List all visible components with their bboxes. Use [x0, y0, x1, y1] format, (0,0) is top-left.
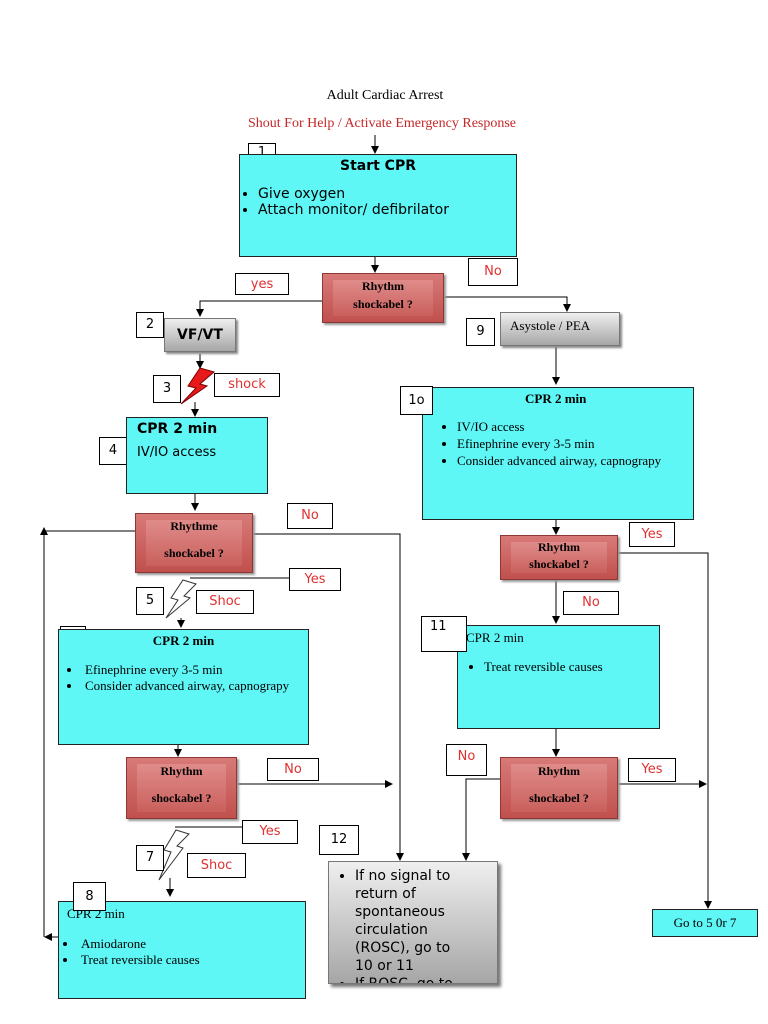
bullet-item: Give oxygen — [258, 186, 516, 202]
step-number-2: 2 — [136, 312, 164, 338]
bullet-item: If ROSC, go to — [355, 975, 471, 983]
step-number-4: 4 — [99, 437, 127, 465]
step-number-7: 7 — [136, 845, 164, 871]
bullet-item: Consider advanced airway, capnograpy — [457, 453, 693, 469]
label-yes: Yes — [289, 568, 341, 591]
bullet-item: If no signal to return of spontaneous ci… — [355, 867, 471, 975]
step-title: CPR 2 min — [525, 391, 587, 406]
step-body: IV/IO access — [137, 445, 217, 460]
label-yes: Yes — [242, 820, 298, 844]
decision-rhythm-shockable-5: Rhythm shockabel ? — [500, 757, 618, 819]
step-title: CPR 2 min — [152, 633, 215, 648]
decision-line-2: shockabel ? — [164, 546, 224, 560]
bullet-item: Treat reversible causes — [63, 952, 305, 968]
decision-line-2: shockabel ? — [529, 791, 589, 805]
bullet-item: Efinephrine every 3-5 min — [457, 436, 693, 452]
bullet-item: Attach monitor/ defibrilator — [258, 202, 516, 218]
decision-line-1: Rhythm — [160, 764, 203, 778]
decision-line-1: Rhythm — [537, 764, 580, 778]
step-cpr-box-8: CPR 2 min Amiodarone Treat reversible ca… — [58, 901, 306, 999]
step-cpr-box-4: CPR 2 min IV/IO access — [126, 417, 268, 494]
decision-line-1: Rhythme — [170, 519, 218, 533]
bullet-item: Amiodarone — [63, 936, 305, 952]
decision-line-1: Rhythm — [361, 279, 404, 293]
bullet-item: Efinephrine every 3-5 min — [67, 662, 308, 678]
step-vf-vt-box: VF/VT — [164, 318, 236, 352]
label-no: No — [287, 503, 333, 529]
page-subtitle: Shout For Help / Activate Emergency Resp… — [247, 116, 517, 131]
decision-line-1: Rhythm — [537, 540, 580, 554]
bullet-item: Consider advanced airway, capnograpy — [67, 678, 308, 694]
step-title: CPR 2 min — [137, 421, 218, 437]
step-asystole-pea-box: Asystole / PEA — [500, 312, 620, 346]
label-no: No — [267, 758, 319, 781]
label-yes: yes — [235, 273, 289, 295]
shock-bolt-icon — [180, 367, 216, 405]
shock-bolt-icon-2 — [165, 579, 197, 619]
label-shock: Shoc — [196, 590, 254, 614]
decision-line-2: shockabel ? — [529, 557, 589, 571]
go-to-box: Go to 5 0r 7 — [652, 909, 758, 937]
step-cpr-box-11: CPR 2 min Treat reversible causes — [457, 625, 660, 729]
step-number-3: 3 — [153, 375, 181, 403]
decision-rhythm-shockable-4: Rhythm shockabel ? — [500, 535, 618, 580]
shock-bolt-icon-3 — [158, 829, 190, 881]
bullet-item: Treat reversible causes — [484, 659, 659, 675]
label-yes: Yes — [629, 522, 675, 547]
label-shock: Shoc — [187, 853, 246, 878]
label-no: No — [468, 258, 518, 286]
step-rosc-box: If no signal to return of spontaneous ci… — [328, 861, 498, 984]
label-shock: shock — [214, 373, 280, 397]
label-no: No — [446, 744, 487, 776]
decision-line-2: shockabel ? — [353, 297, 413, 311]
decision-rhythm-shockable-3: Rhythm shockabel ? — [126, 757, 237, 819]
label-yes: Yes — [628, 758, 676, 782]
step-cpr-box-10: CPR 2 min IV/IO access Efinephrine every… — [422, 387, 694, 520]
bullet-item: IV/IO access — [457, 419, 693, 435]
step-number-8: 8 — [73, 882, 106, 911]
step-title: CPR 2 min — [466, 630, 524, 645]
page-title: Adult Cardiac Arrest — [326, 88, 444, 103]
step-start-cpr-box: Start CPR Give oxygen Attach monitor/ de… — [239, 154, 517, 257]
step-number-10: 1o — [400, 386, 433, 415]
step-number-11: 11 — [421, 616, 467, 652]
decision-line-2: shockabel ? — [151, 791, 212, 805]
step-number-9: 9 — [466, 318, 495, 346]
step-number-12: 12 — [319, 825, 359, 855]
step-cpr-box-6: CPR 2 min Efinephrine every 3-5 min Cons… — [58, 629, 309, 745]
decision-rhythm-shockable-1: Rhythm shockabel ? — [322, 273, 444, 323]
step-number-5: 5 — [136, 587, 164, 615]
label-no: No — [563, 591, 619, 615]
step-title: Start CPR — [339, 158, 416, 174]
decision-rhythm-shockable-2: Rhythme shockabel ? — [135, 513, 253, 573]
